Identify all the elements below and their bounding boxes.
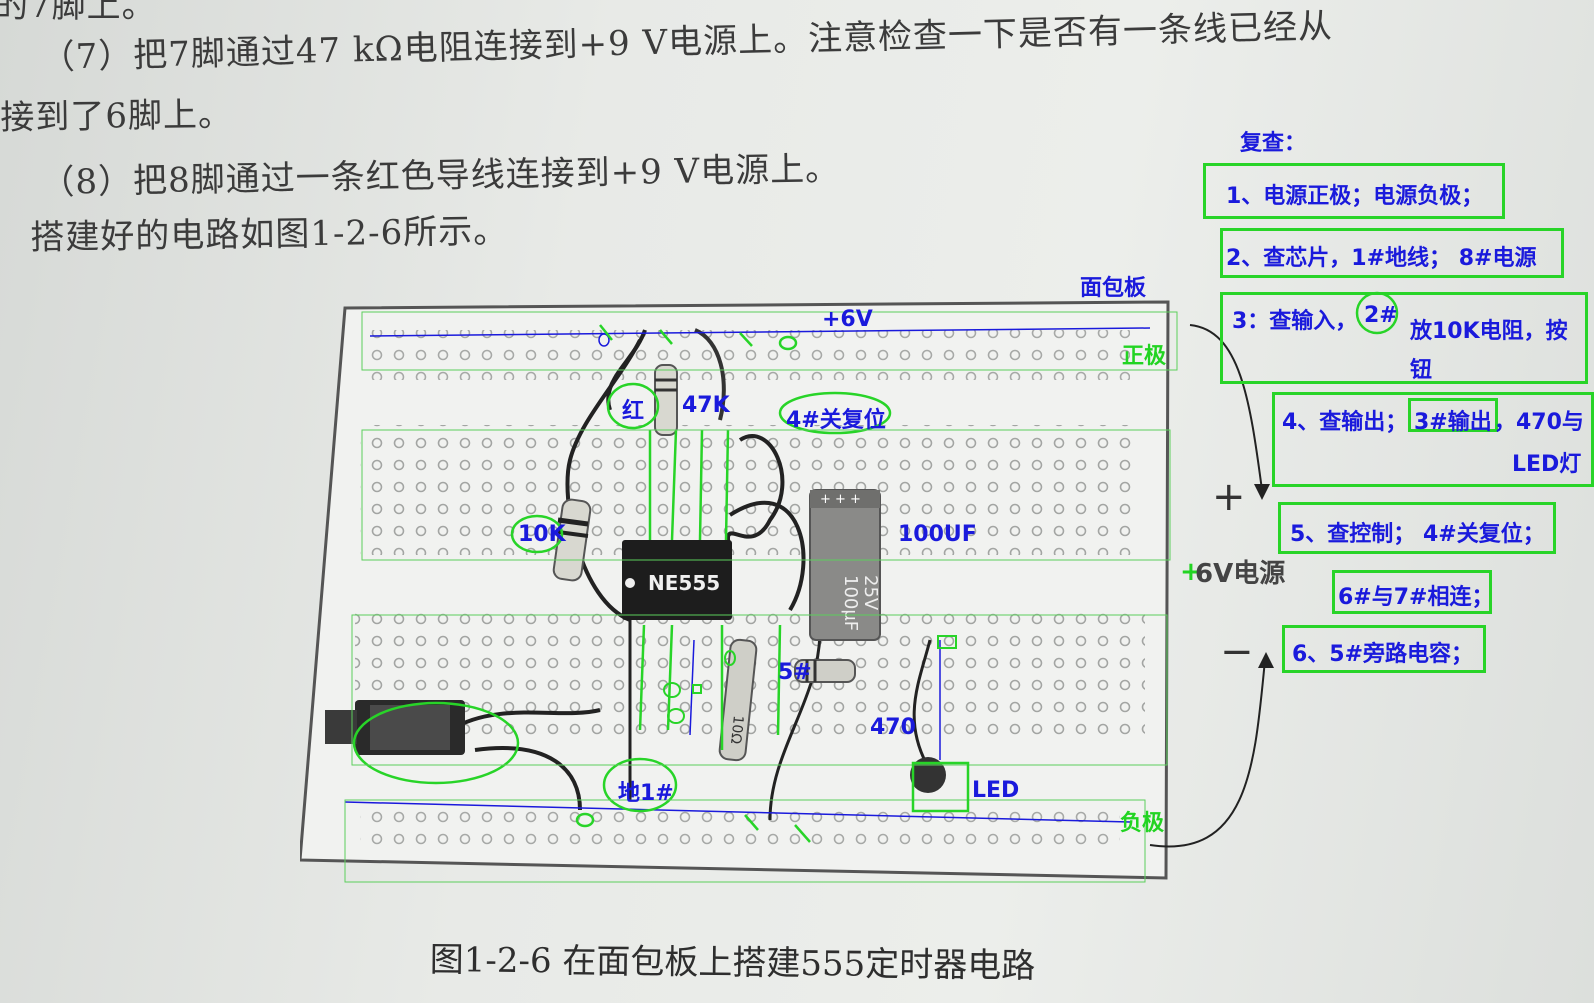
reset4-label: 4#关复位	[786, 408, 886, 433]
check-item-3-text-b: 放10K电阻，按	[1410, 319, 1568, 344]
positive-rail-label: 正极	[1122, 344, 1167, 369]
check-item-1-text: 1、电源正极；电源负极；	[1226, 184, 1484, 209]
negative-rail-label: 负极	[1120, 811, 1165, 836]
check-item-5-text: 5、查控制； 4#关复位；	[1290, 522, 1545, 547]
check-item-4-text-a: 4、查输出；	[1282, 410, 1408, 435]
figure-caption: 图1-2-6 在面包板上搭建555定时器电路	[429, 939, 1036, 987]
check-item-2-text: 2、查芯片，1#地线； 8#电源	[1226, 246, 1537, 271]
top-rail-holes	[370, 330, 1130, 380]
plus6v-label: +6V	[822, 307, 873, 332]
r470-label: 470	[870, 715, 916, 740]
ground1-label: 地1#	[618, 781, 674, 806]
minus-sign: −	[1220, 629, 1254, 675]
check-item-5	[1278, 502, 1556, 554]
check-item-6	[1282, 625, 1486, 673]
check-item-4	[1272, 392, 1594, 487]
power-label: 6V电源	[1195, 559, 1285, 589]
book-line-fragment: 的7脚上。	[0, 0, 157, 26]
check-item-3-text-c: 钮	[1410, 358, 1433, 383]
cap-print-1: 100μF	[840, 575, 861, 631]
checklist-title: 复查：	[1240, 131, 1307, 156]
r47k-label: 47K	[682, 393, 730, 418]
check-item-5b	[1332, 570, 1492, 614]
check-item-6-text: 6、5#旁路电容；	[1292, 642, 1474, 667]
cap-print-2: 25V	[860, 575, 881, 611]
power-plus-prefix: +	[1180, 557, 1202, 587]
check-item-2	[1220, 228, 1564, 278]
check-item-3	[1220, 292, 1588, 384]
check-item-3-text-a: 3：查输入，	[1232, 309, 1358, 334]
check-item-5b-text: 6#与7#相连；	[1338, 585, 1494, 610]
plus-sign: +	[1212, 474, 1246, 520]
chip-label: NE555	[648, 571, 720, 595]
svg-text:+ + +: + + +	[820, 492, 861, 507]
pin5-label: 5#	[778, 660, 812, 685]
c100uf-label: 100UF	[898, 522, 977, 547]
led-component	[910, 757, 946, 793]
upper-terminal-holes	[360, 425, 1140, 555]
check-item-4-text-c: LED灯	[1512, 452, 1582, 477]
resistor-print: 10Ω	[727, 715, 746, 745]
red-wire-label: 红	[622, 399, 645, 424]
r10k-label: 10K	[518, 522, 566, 547]
led-label: LED	[972, 778, 1020, 803]
check-item-4-text-b: ，470与	[1494, 410, 1584, 435]
check-item-3-pin: 2#	[1364, 303, 1398, 328]
breadboard-label: 面包板	[1080, 276, 1147, 301]
bottom-rail-holes	[360, 810, 1120, 855]
check-item-1	[1203, 163, 1505, 219]
check-item-4-pin-box	[1408, 398, 1498, 432]
check-item-4-pin: 3#输出	[1414, 410, 1492, 435]
